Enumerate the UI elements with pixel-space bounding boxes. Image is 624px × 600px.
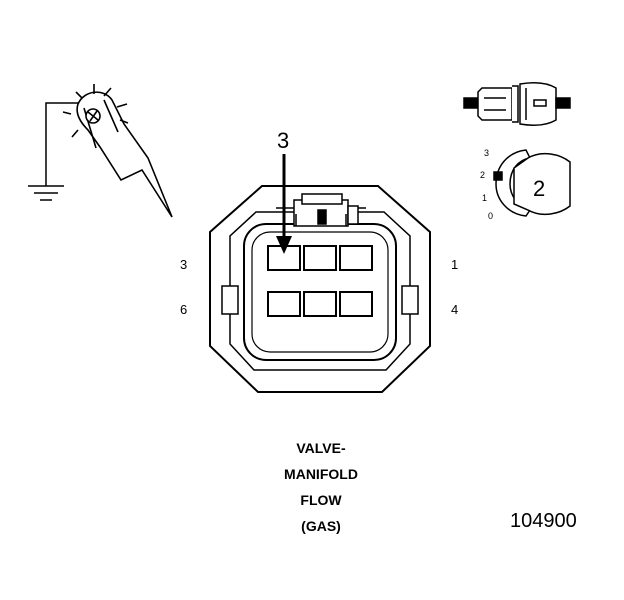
lock-position-label: 3 [484,148,490,158]
test-probe-icon [62,84,173,218]
figure-number: 104900 [510,510,577,532]
pin-label-left-bottom: 6 [180,302,188,317]
caption-line: VALVE- [296,440,346,456]
pin-label-right-top: 1 [451,257,459,272]
connector-side-view-icon [463,82,571,126]
caption-line: FLOW [300,492,342,508]
pin-label-left-top: 3 [180,257,188,272]
connector-top-latch [276,193,366,227]
connector-inner-rim [229,211,411,371]
connector-outer-shell [209,185,431,393]
pin-label-right-bottom: 4 [451,302,459,317]
cavity-5 [303,291,337,317]
terminal-cavities [267,245,373,317]
cavity-6 [267,291,301,317]
lock-position-label: 2 [480,170,486,180]
right-latch-tab [401,285,419,315]
ground-symbol-icon [28,102,82,201]
callout-terminal-number: 3 [277,128,290,153]
terminal-pointer-arrow [276,154,292,254]
left-latch-tab [221,285,239,315]
connector-face [209,185,431,393]
cavity-1 [339,245,373,271]
caption-line: (GAS) [301,518,341,534]
terminal-lock-icon [493,149,571,217]
lock-position-label: 1 [482,193,488,203]
caption-line: MANIFOLD [284,466,358,482]
cavity-2 [303,245,337,271]
lock-position-label: 0 [488,211,494,221]
cavity-4 [339,291,373,317]
callout-lock-number: 2 [533,176,546,201]
